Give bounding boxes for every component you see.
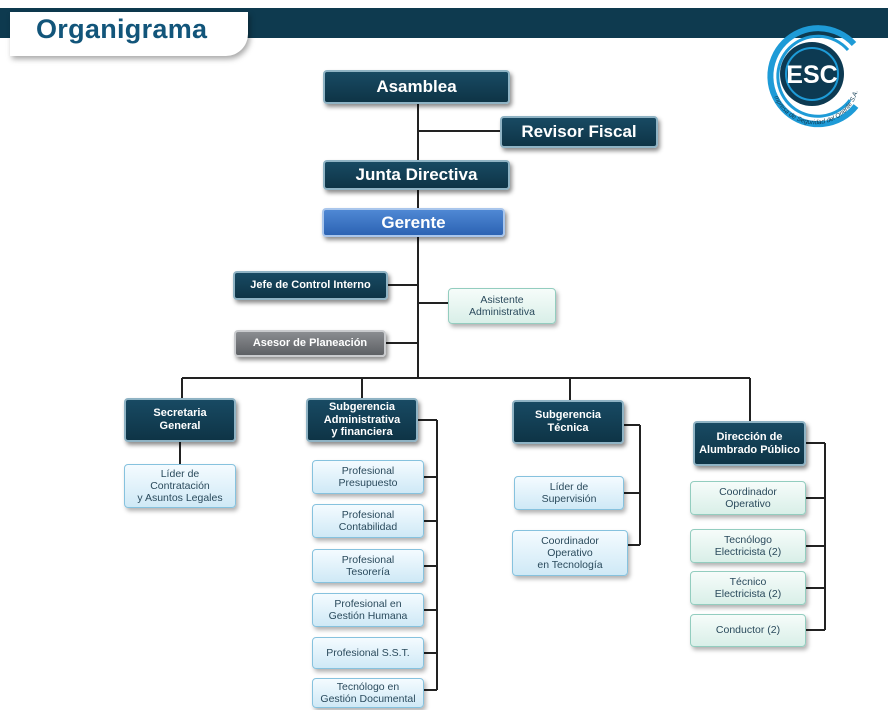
node-tecnico-electricista: Técnico Electricista (2) xyxy=(690,571,806,605)
node-profesional-contabilidad: Profesional Contabilidad xyxy=(312,504,424,538)
node-subgerencia-tecnica: Subgerencia Técnica xyxy=(512,400,624,444)
page-title: Organigrama xyxy=(36,14,208,44)
node-coordinador-operativo: Coordinador Operativo xyxy=(690,481,806,515)
node-gerente: Gerente xyxy=(322,208,505,237)
node-tecnologo-electricista: Tecnólogo Electricista (2) xyxy=(690,529,806,563)
node-profesional-gestion-humana: Profesional en Gestión Humana xyxy=(312,593,424,627)
node-asesor-planeacion: Asesor de Planeación xyxy=(234,330,386,357)
company-logo: ESC Empresa de Seguridad del Oriente S.A… xyxy=(754,11,876,134)
node-revisor-fiscal: Revisor Fiscal xyxy=(500,116,658,148)
node-asistente-administrativa: Asistente Administrativa xyxy=(448,288,556,324)
node-junta-directiva: Junta Directiva xyxy=(323,160,510,190)
node-coordinador-operativo-tecnologia: Coordinador Operativo en Tecnología xyxy=(512,530,628,576)
node-profesional-presupuesto: Profesional Presupuesto xyxy=(312,460,424,494)
title-tab xyxy=(10,12,248,56)
node-profesional-tesoreria: Profesional Tesorería xyxy=(312,549,424,583)
node-profesional-sst: Profesional S.S.T. xyxy=(312,637,424,669)
node-lider-supervision: Líder de Supervisión xyxy=(514,476,624,510)
node-direccion-alumbrado: Dirección de Alumbrado Público xyxy=(693,421,806,466)
node-secretaria-general: Secretaria General xyxy=(124,398,236,442)
node-tecnologo-gestion-documental: Tecnólogo en Gestión Documental xyxy=(312,678,424,708)
node-asamblea: Asamblea xyxy=(323,70,510,104)
node-conductor: Conductor (2) xyxy=(690,614,806,647)
node-subgerencia-administrativa: Subgerencia Administrativa y financiera xyxy=(306,398,418,442)
logo-emblem: ESC Empresa de Seguridad del Oriente S.A… xyxy=(754,11,860,128)
node-jefe-control-interno: Jefe de Control Interno xyxy=(233,271,388,300)
logo-letters: ESC xyxy=(786,61,837,89)
node-lider-contratacion: Líder de Contratación y Asuntos Legales xyxy=(124,464,236,508)
